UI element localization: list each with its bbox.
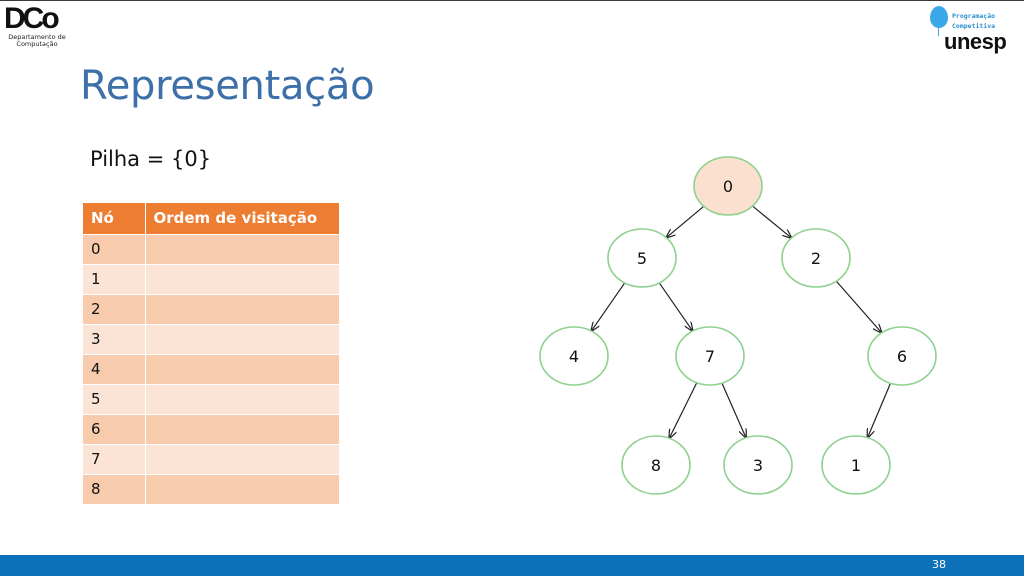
- cell-node: 1: [83, 263, 146, 294]
- dco-logo: DCo Departamento de Computação: [4, 4, 84, 54]
- page-number: 38: [932, 558, 946, 571]
- edge-0-5: [666, 205, 705, 237]
- node-circle-1: [821, 435, 891, 495]
- node-label-2: 2: [811, 249, 821, 268]
- node-circle-6: [867, 326, 937, 386]
- node-circle-3: [723, 435, 793, 495]
- node-circle-0: [693, 156, 763, 216]
- unesp-logo: Programação Competitiva unesp: [930, 4, 1016, 54]
- tree-node-7: 7: [675, 326, 745, 386]
- cell-order: [145, 383, 339, 414]
- table-row: 3: [83, 323, 339, 354]
- edge-5-4: [591, 282, 626, 331]
- cell-order: [145, 353, 339, 384]
- cell-order: [145, 293, 339, 324]
- node-circle-7: [675, 326, 745, 386]
- cell-order: [145, 263, 339, 294]
- cell-node: 2: [83, 293, 146, 324]
- cell-order: [145, 233, 339, 264]
- tree-node-5: 5: [607, 228, 677, 288]
- node-label-0: 0: [723, 177, 733, 196]
- tree-node-4: 4: [539, 326, 609, 386]
- cell-node: 5: [83, 383, 146, 414]
- tree-node-0: 0: [693, 156, 763, 216]
- node-circle-8: [621, 435, 691, 495]
- stack-label: Pilha = {0}: [90, 147, 212, 171]
- edge-6-1: [868, 383, 892, 437]
- cell-order: [145, 443, 339, 474]
- node-label-5: 5: [637, 249, 647, 268]
- tree-node-3: 3: [723, 435, 793, 495]
- cell-node: 6: [83, 413, 146, 444]
- node-label-1: 1: [851, 456, 861, 475]
- dco-logo-line2: Computação: [16, 40, 58, 48]
- tree-nodes: 0 5 2 4 7 6 8 3 1: [539, 156, 937, 495]
- table-row: 2: [83, 293, 339, 324]
- edge-7-8: [669, 382, 698, 439]
- table-row: 0: [83, 233, 339, 264]
- node-label-6: 6: [897, 347, 907, 366]
- cell-node: 0: [83, 233, 146, 264]
- dco-logo-line1: Departamento de: [8, 33, 66, 41]
- unesp-wordmark: unesp: [944, 29, 1007, 54]
- cell-node: 7: [83, 443, 146, 474]
- node-label-8: 8: [651, 456, 661, 475]
- node-label-4: 4: [569, 347, 579, 366]
- node-circle-5: [607, 228, 677, 288]
- cell-node: 8: [83, 473, 146, 504]
- table-row: 7: [83, 443, 339, 474]
- tree-edges: [591, 205, 892, 439]
- tree-node-8: 8: [621, 435, 691, 495]
- header-visit-order: Ordem de visitação: [145, 203, 339, 234]
- balloon-icon: [930, 6, 948, 28]
- pc-line2: Competitiva: [952, 22, 996, 30]
- table-row: 1: [83, 263, 339, 294]
- balloon-string: [938, 28, 939, 36]
- pc-line1: Programação: [952, 12, 996, 20]
- edge-7-3: [721, 382, 746, 438]
- dco-logo-mark: DCo: [4, 2, 60, 35]
- cell-node: 4: [83, 353, 146, 384]
- tree-node-6: 6: [867, 326, 937, 386]
- edge-5-7: [658, 282, 692, 331]
- header-node: Nó: [83, 203, 146, 234]
- table-header-row: Nó Ordem de visitação: [83, 203, 339, 234]
- node-circle-2: [781, 228, 851, 288]
- tree-node-2: 2: [781, 228, 851, 288]
- node-circle-4: [539, 326, 609, 386]
- table-row: 8: [83, 473, 339, 504]
- node-label-3: 3: [753, 456, 763, 475]
- edge-2-6: [835, 280, 881, 333]
- table-row: 4: [83, 353, 339, 384]
- top-rule: [0, 0, 1024, 1]
- table-row: 5: [83, 383, 339, 414]
- node-label-7: 7: [705, 347, 715, 366]
- slide-title: Representação: [80, 63, 375, 109]
- cell-order: [145, 473, 339, 504]
- cell-order: [145, 323, 339, 354]
- footer-bar: 38: [0, 555, 1024, 576]
- cell-node: 3: [83, 323, 146, 354]
- cell-order: [145, 413, 339, 444]
- tree-diagram: 0 5 2 4 7 6 8 3 1: [539, 156, 937, 495]
- table-row: 6: [83, 413, 339, 444]
- edge-0-2: [752, 205, 792, 238]
- programacao-competitiva-label: Programação Competitiva: [952, 11, 995, 31]
- visit-order-table: Nó Ordem de visitação 0 1 2 3 4 5: [83, 203, 339, 504]
- tree-node-1: 1: [821, 435, 891, 495]
